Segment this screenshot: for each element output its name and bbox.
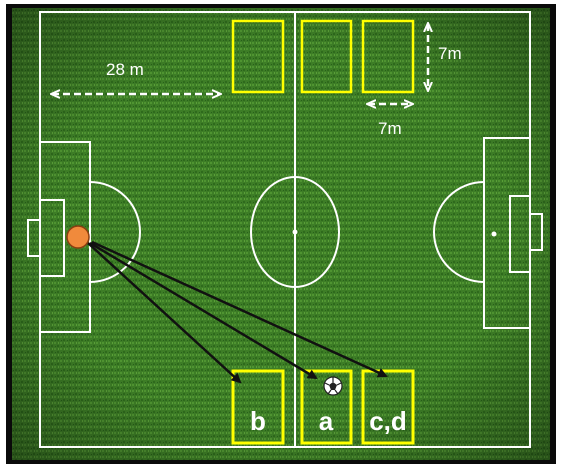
center-spot (292, 229, 298, 235)
arrow-to-zone-cd (91, 240, 388, 378)
zone-cd-box (361, 369, 415, 445)
top-zone-1 (231, 19, 285, 94)
soccer-ball-icon (323, 376, 343, 396)
label-zone-width: 7m (378, 119, 402, 138)
right-penalty-arc (433, 181, 485, 283)
zone-b-label: b (250, 406, 266, 436)
label-zone-height: 7m (438, 44, 462, 63)
top-zone-3 (361, 19, 415, 94)
zone-b-box (231, 369, 285, 445)
zone-a-label: a (319, 406, 334, 436)
orange-circle-player-icon (66, 225, 90, 249)
right-penalty-spot (491, 231, 497, 237)
arrow-to-zone-a (89, 241, 318, 380)
arrow-to-zone-b (87, 242, 242, 384)
center-circle (250, 176, 340, 288)
top-zone-2 (300, 19, 353, 94)
pitch-vignette (12, 8, 550, 460)
right-goal (529, 213, 543, 251)
label-28m: 28 m (106, 60, 144, 79)
zone-a-box (300, 369, 353, 445)
zone-cd-label: c,d (369, 406, 407, 436)
left-goal (27, 219, 41, 257)
pitch-markings (27, 11, 543, 448)
left-penalty-arc (89, 181, 141, 283)
